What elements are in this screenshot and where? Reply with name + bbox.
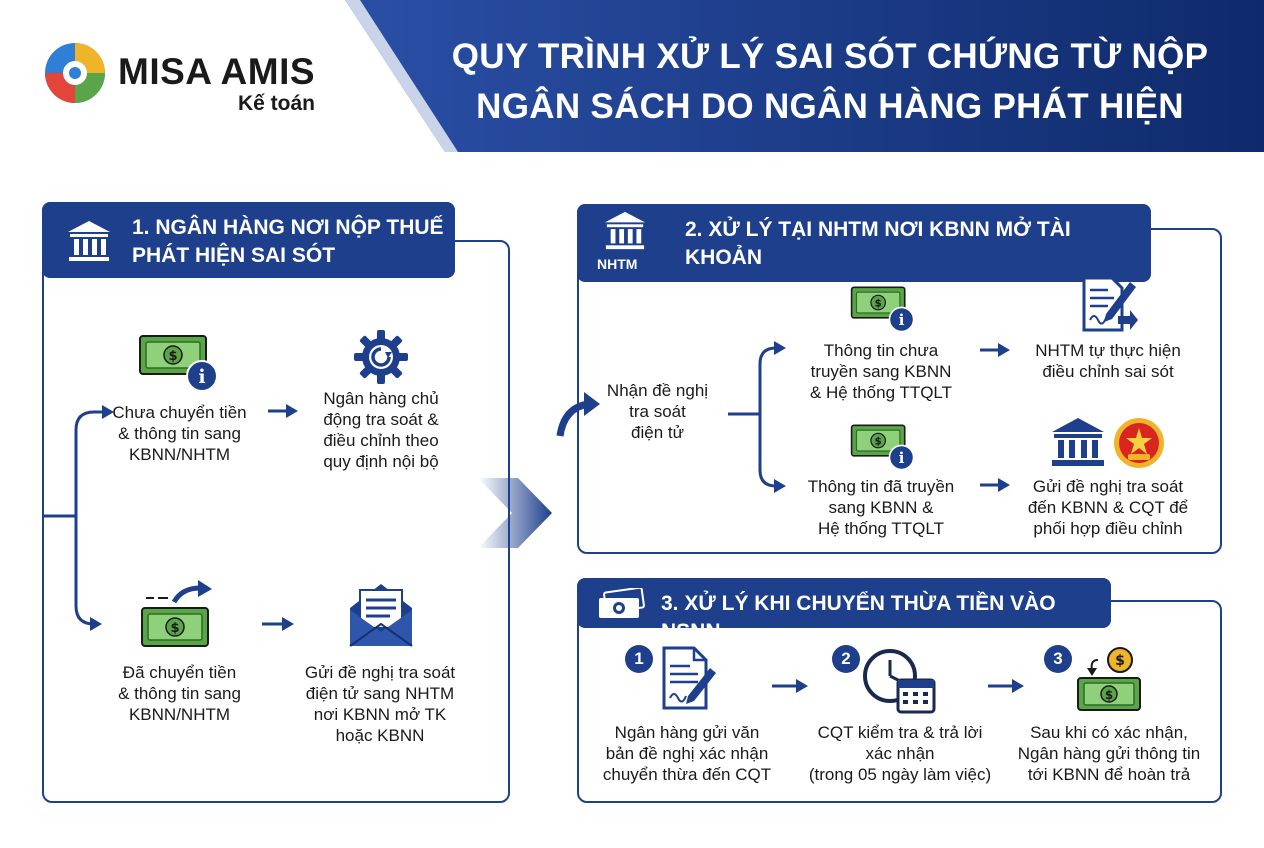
text-line: động tra soát & — [323, 410, 439, 429]
text-line: Đã chuyển tiền — [122, 663, 237, 682]
text-line: điều chỉnh theo — [323, 431, 439, 450]
text-line: truyền sang KBNN — [810, 362, 952, 381]
header-band — [345, 0, 1264, 152]
section-1-connectors — [42, 404, 298, 631]
step-number-1: 1 — [625, 645, 653, 673]
section-3-step-2-text: CQT kiểm tra & trả lời xác nhận (trong 0… — [794, 722, 1006, 785]
title-line-2: NGÂN SÁCH DO NGÂN HÀNG PHÁT HIỆN — [476, 87, 1184, 126]
step-arrow — [772, 679, 808, 693]
title-line-1: QUY TRÌNH XỬ LÝ SAI SÓT CHỨNG TỪ NỘP — [451, 37, 1209, 76]
text-line: đến KBNN & CQT để — [1027, 498, 1189, 517]
step-number-2: 2 — [832, 645, 860, 673]
section-2-condition-b: Thông tin đã truyền sang KBNN & Hệ thống… — [792, 476, 970, 539]
nhtm-label: NHTM — [597, 256, 638, 272]
section-3-header: 3. XỬ LÝ KHI CHUYỂN THỪA TIỀN VÀO NSNN — [577, 578, 1111, 643]
text-line: Hệ thống TTQLT — [818, 519, 944, 538]
text-line: Gửi đề nghị tra soát — [1032, 477, 1184, 496]
step-number-3: 3 — [1044, 645, 1072, 673]
logo-icon — [45, 43, 105, 103]
text-line: Chưa chuyển tiền — [112, 403, 247, 422]
section-1-title: 1. NGÂN HÀNG NƠI NỘP THUẾ PHÁT HIỆN SAI … — [132, 214, 444, 270]
money-info-icon: $ i — [850, 286, 915, 333]
text-line: Ngân hàng gửi văn — [614, 723, 760, 742]
section-2-action-a: NHTM tự thực hiện điều chỉnh sai sót — [1018, 340, 1198, 382]
text-line: chuyển thừa đến CQT — [602, 765, 772, 784]
document-sign-icon — [1082, 276, 1138, 332]
money-info-icon: $ i — [139, 335, 218, 392]
text-line: & thông tin sang — [118, 684, 241, 703]
text-line: sang KBNN & — [828, 498, 934, 517]
bank-icon — [604, 211, 646, 250]
text-line: điều chỉnh sai sót — [1042, 362, 1174, 381]
section-2-condition-a: Thông tin chưa truyền sang KBNN & Hệ thố… — [792, 340, 970, 403]
step-arrow — [988, 679, 1024, 693]
brand-subtitle: Kế toán — [238, 92, 316, 115]
svg-text:i: i — [899, 311, 905, 329]
brand-name: MISA AMIS — [118, 51, 316, 92]
text-line: Thông tin đã truyền — [807, 477, 955, 496]
envelope-icon — [349, 584, 413, 647]
text-line: phối hợp điều chỉnh — [1033, 519, 1183, 538]
money-info-icon: $ i — [850, 424, 915, 471]
text-line: tới KBNN để hoàn trả — [1027, 765, 1191, 784]
section-2-header: NHTM 2. XỬ LÝ TẠI NHTM NƠI KBNN MỞ TÀI K… — [577, 204, 1151, 282]
svg-text:$: $ — [1105, 688, 1113, 702]
section-1-title-line-1: 1. NGÂN HÀNG NƠI NỘP THUẾ — [132, 216, 444, 239]
text-line: Sau khi có xác nhận, — [1030, 723, 1188, 742]
text-line: Ngân hàng chủ — [323, 389, 439, 408]
section-2-action-b: Gửi đề nghị tra soát đến KBNN & CQT để p… — [1010, 476, 1206, 539]
svg-text:$: $ — [875, 436, 882, 448]
svg-text:i: i — [899, 449, 905, 467]
text-line: Nhận đề nghị — [606, 381, 709, 400]
text-line: Thông tin chưa — [823, 341, 939, 360]
text-line: Gửi đề nghị tra soát — [304, 663, 456, 682]
text-line: & thông tin sang — [118, 424, 241, 443]
money-send-icon: $ — [141, 580, 212, 647]
gear-icon — [354, 330, 408, 384]
section-3-title: 3. XỬ LÝ KHI CHUYỂN THỪA TIỀN VÀO NSNN — [661, 592, 1056, 643]
text-line: điện tử sang NHTM — [305, 684, 455, 703]
page-title: QUY TRÌNH XỬ LÝ SAI SÓT CHỨNG TỪ NỘP NGÂ… — [410, 32, 1250, 132]
text-line: điện tử — [631, 423, 684, 442]
text-line: CQT kiểm tra & trả lời — [817, 723, 983, 742]
entry-arrow — [556, 392, 600, 437]
bank-icon — [68, 221, 110, 261]
flow-chevron — [478, 478, 552, 548]
text-line: bản đề nghị xác nhận — [605, 744, 769, 763]
bank-icon — [1052, 418, 1104, 466]
section-1-condition-b: Đã chuyển tiền & thông tin sang KBNN/NHT… — [92, 662, 267, 725]
text-line: quy định nội bộ — [323, 452, 439, 471]
text-line: KBNN/NHTM — [128, 705, 231, 724]
section-1-panel — [42, 240, 510, 803]
section-2-start: Nhận đề nghị tra soát điện tử — [600, 380, 715, 443]
svg-text:$: $ — [168, 349, 177, 364]
svg-text:$: $ — [1115, 653, 1125, 669]
section-2-connectors — [728, 341, 1010, 493]
svg-text:$: $ — [875, 298, 882, 310]
text-line: tra soát — [629, 402, 686, 421]
text-line: & Hệ thống TTQLT — [809, 383, 953, 402]
text-line: KBNN/NHTM — [128, 445, 231, 464]
text-line: xác nhận — [865, 744, 935, 763]
section-1-title-line-2: PHÁT HIỆN SAI SÓT — [132, 244, 336, 267]
section-1-condition-a: Chưa chuyển tiền & thông tin sang KBNN/N… — [92, 402, 267, 465]
text-line: nơi KBNN mở TK — [313, 705, 447, 724]
section-1-header: 1. NGÂN HÀNG NƠI NỘP THUẾ PHÁT HIỆN SAI … — [42, 202, 455, 278]
document-sign-icon — [662, 646, 716, 710]
svg-text:$: $ — [170, 621, 179, 636]
text-line: (trong 05 ngày làm việc) — [808, 765, 992, 784]
text-line: Ngân hàng gửi thông tin — [1017, 744, 1201, 763]
text-line: NHTM tự thực hiện — [1035, 341, 1181, 360]
section-2-title: 2. XỬ LÝ TẠI NHTM NƠI KBNN MỞ TÀI KHOẢN — [685, 218, 1071, 269]
section-3-step-3-text: Sau khi có xác nhận, Ngân hàng gửi thông… — [1004, 722, 1214, 785]
money-stack-icon — [599, 588, 645, 618]
emblem-icon — [1114, 418, 1164, 468]
section-1-action-b: Gửi đề nghị tra soát điện tử sang NHTM n… — [280, 662, 480, 746]
money-coin-icon: $ $ — [1077, 647, 1141, 711]
section-3-step-1-text: Ngân hàng gửi văn bản đề nghị xác nhận c… — [592, 722, 782, 785]
section-1-action-a: Ngân hàng chủ động tra soát & điều chỉnh… — [296, 388, 466, 472]
calendar-clock-icon — [863, 649, 936, 714]
text-line: hoặc KBNN — [335, 726, 425, 745]
svg-text:i: i — [198, 366, 205, 388]
